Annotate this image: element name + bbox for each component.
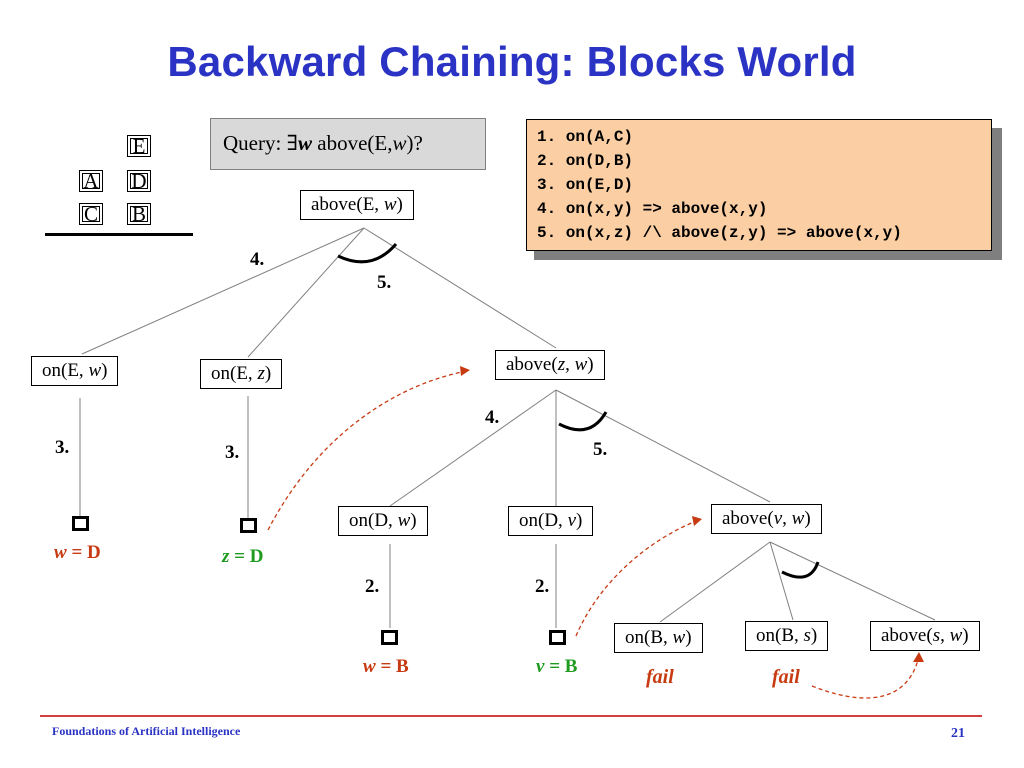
- block-a: A: [79, 170, 103, 192]
- binding-v-b: v = B: [536, 656, 578, 677]
- binding-w-d: w = D: [54, 542, 101, 563]
- slide-title: Backward Chaining: Blocks World: [167, 38, 857, 85]
- node-above-s-w: above(s, w): [870, 621, 980, 651]
- node-on-d-w: on(D, w): [338, 506, 428, 536]
- edge-label-on-d-w-2: 2.: [365, 576, 380, 597]
- edge-label-above-z-w-5: 5.: [593, 439, 608, 460]
- block-d: D: [127, 170, 151, 192]
- table-surface: [45, 233, 193, 236]
- edge-label-on-e-w-3: 3.: [55, 437, 70, 458]
- node-on-e-w: on(E, w): [31, 356, 119, 386]
- edge-label-above-z-w-4: 4.: [485, 407, 500, 428]
- binding-z-d: z = D: [222, 546, 264, 567]
- node-above-v-w: above(v, w): [711, 504, 822, 534]
- node-on-e-z: on(E, z): [200, 359, 283, 389]
- success-leaf: [549, 630, 566, 645]
- success-leaf: [240, 518, 257, 533]
- query-box: Query: ∃w above(E,w)?: [210, 118, 486, 170]
- node-on-d-v: on(D, v): [508, 506, 594, 536]
- edge-label-on-d-v-2: 2.: [535, 576, 550, 597]
- edge-label-root-5: 5.: [377, 272, 392, 293]
- fail-label-on-b-w: fail: [646, 666, 674, 688]
- block-e: E: [127, 135, 151, 157]
- edge-label-on-e-z-3: 3.: [225, 442, 240, 463]
- node-on-b-w: on(B, w): [614, 623, 703, 653]
- node-above-e-w: above(E, w): [300, 190, 414, 220]
- rule-2: 2. on(D,B): [537, 152, 634, 170]
- success-leaf: [381, 630, 398, 645]
- block-c: C: [79, 203, 103, 225]
- page-number: 21: [951, 726, 965, 741]
- binding-w-b: w = B: [363, 656, 409, 677]
- rule-3: 3. on(E,D): [537, 176, 634, 194]
- rule-1: 1. on(A,C): [537, 128, 634, 146]
- node-on-b-s: on(B, s): [745, 621, 829, 651]
- block-b: B: [127, 203, 151, 225]
- rule-5: 5. on(x,z) /\ above(z,y) => above(x,y): [537, 224, 902, 242]
- footer-course-title: Foundations of Artificial Intelligence: [52, 724, 241, 738]
- edge-label-root-4: 4.: [250, 249, 265, 270]
- rules-box: 1. on(A,C) 2. on(D,B) 3. on(E,D) 4. on(x…: [526, 119, 992, 251]
- node-above-z-w: above(z, w): [495, 350, 605, 380]
- rule-4: 4. on(x,y) => above(x,y): [537, 200, 768, 218]
- footer-divider: [40, 715, 982, 717]
- success-leaf: [72, 516, 89, 531]
- fail-label-on-b-s: fail: [772, 666, 800, 688]
